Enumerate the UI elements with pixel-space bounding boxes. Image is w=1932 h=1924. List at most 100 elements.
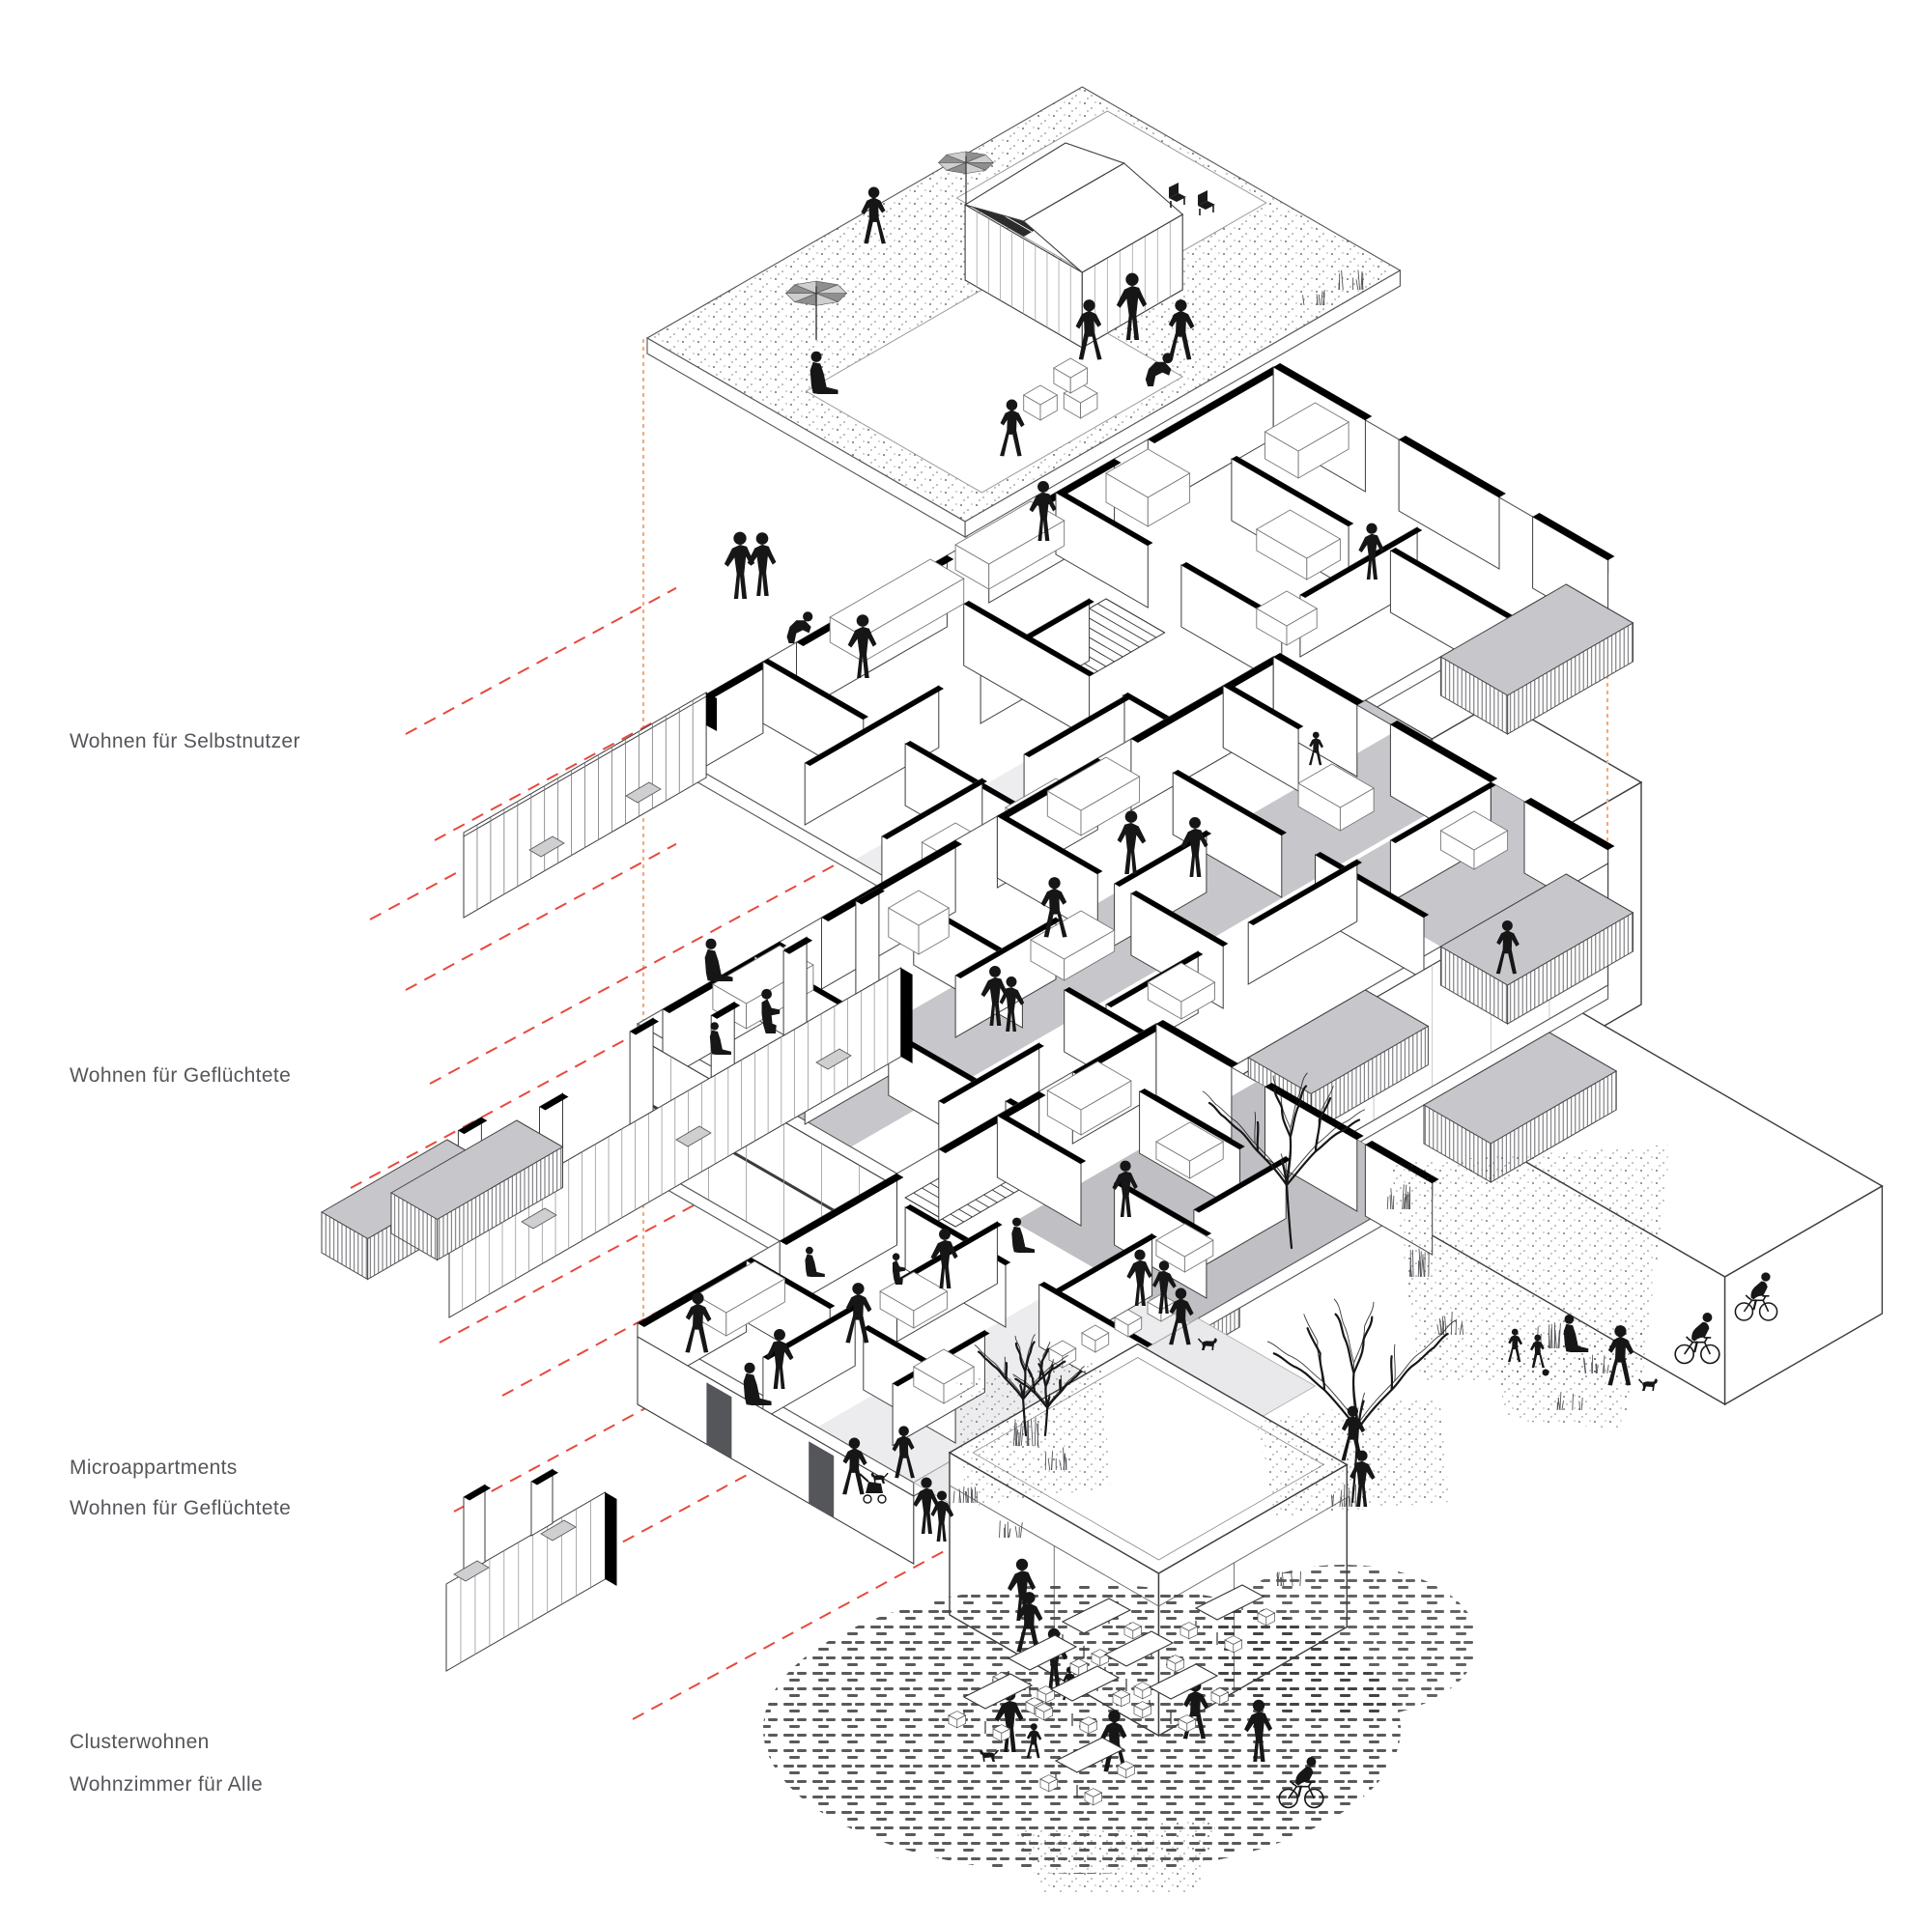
person-head	[848, 1437, 861, 1450]
person-head	[1189, 816, 1201, 829]
wall-cap	[1248, 860, 1362, 925]
label-wohnen-fuer-gefluechtete-low: Wohnen für Geflüchtete	[70, 1497, 292, 1519]
pier-cap	[711, 1002, 741, 1019]
person-head	[939, 1228, 951, 1240]
person-head	[1012, 1217, 1022, 1227]
chair-back	[1169, 183, 1179, 198]
balcony-rail-edge	[1566, 873, 1634, 914]
person-body	[1145, 361, 1172, 386]
stool-cube	[1037, 1685, 1056, 1704]
person-body	[743, 1372, 772, 1405]
person-silhouette	[892, 1253, 906, 1285]
wall-cap	[1390, 721, 1498, 782]
grass-blade	[1402, 1184, 1405, 1210]
person-silhouette	[1011, 1217, 1036, 1253]
grass-blade	[1436, 1324, 1440, 1336]
grass-blade	[1051, 1457, 1053, 1471]
furniture-box	[912, 1348, 975, 1385]
bicycle-frame	[1684, 1336, 1712, 1355]
grass-blade	[962, 1486, 965, 1504]
rider-body	[1750, 1281, 1768, 1300]
tree-2	[1266, 1298, 1456, 1504]
wall-cap	[1024, 696, 1130, 757]
grass-blade	[958, 1488, 962, 1504]
person-silhouette	[747, 532, 777, 596]
window-sill	[625, 781, 662, 804]
dog-silhouette	[1637, 1378, 1658, 1391]
picnic-table	[1133, 1663, 1230, 1733]
stroller-wheel	[863, 1494, 872, 1504]
person-silhouette	[1152, 1260, 1177, 1314]
person-silhouette	[810, 351, 838, 394]
person-head	[1312, 731, 1320, 739]
grass-blade	[1559, 1392, 1562, 1411]
wall-cap	[762, 659, 868, 720]
grass-blade	[999, 1520, 1001, 1539]
chair-back	[1198, 190, 1208, 206]
person-head	[710, 1022, 719, 1031]
stroller-handle	[859, 1473, 869, 1483]
person-body	[761, 999, 781, 1033]
dog-body	[1642, 1378, 1658, 1391]
wall-cap	[1231, 456, 1354, 526]
person-silhouette	[861, 186, 886, 244]
rider-leg	[1297, 1785, 1303, 1797]
person-silhouette	[1116, 272, 1148, 340]
table-top	[1103, 1630, 1175, 1667]
person-silhouette	[892, 1426, 915, 1479]
person-head	[898, 1426, 909, 1436]
person-body	[704, 948, 733, 981]
gravel-patch	[1256, 1396, 1449, 1516]
person-silhouette	[1309, 731, 1323, 766]
grass-blade	[1403, 1197, 1406, 1210]
grass-blade	[1556, 1398, 1560, 1411]
furniture-box	[1439, 810, 1509, 851]
person-head	[852, 1283, 865, 1295]
stool-cube	[1079, 1716, 1098, 1735]
picnic-table	[1035, 1665, 1131, 1735]
person-body	[724, 544, 755, 599]
person-head	[1015, 1558, 1029, 1571]
shape	[1099, 1653, 1109, 1667]
wall-cap	[938, 1091, 1046, 1153]
rider-head	[1761, 1272, 1771, 1282]
grass-blade	[1561, 1400, 1564, 1411]
wall-cap	[1173, 770, 1287, 835]
grass-blade	[1444, 1316, 1447, 1336]
person-head	[1124, 810, 1138, 823]
grass-blade	[1406, 1193, 1407, 1210]
grass-blade	[1422, 1254, 1425, 1278]
dog-tail	[994, 1749, 1000, 1755]
grass-blade	[1047, 1457, 1051, 1471]
shape	[1093, 1792, 1102, 1806]
grass-blade	[1027, 1420, 1030, 1447]
person-body	[709, 1030, 731, 1055]
picnic-table	[1039, 1737, 1136, 1806]
stool-cube	[1123, 1622, 1143, 1640]
wall-cap	[1114, 831, 1212, 887]
wall-cap	[938, 1043, 1044, 1104]
shape	[1142, 1685, 1151, 1700]
person-silhouette	[761, 988, 781, 1033]
parasol-right	[937, 151, 995, 205]
person-head	[1501, 920, 1513, 931]
wall-cap	[1223, 683, 1304, 729]
person-body	[847, 626, 877, 678]
wall-cap	[963, 601, 1094, 676]
person-head	[1162, 353, 1174, 364]
grass-blade	[1390, 1188, 1393, 1210]
person-body	[1029, 492, 1057, 541]
person-silhouette	[709, 1022, 731, 1055]
stair-tread	[1089, 608, 1149, 643]
balcony-rail-edge	[516, 1119, 563, 1147]
dog-silhouette	[870, 1472, 889, 1484]
person-silhouette	[1075, 299, 1102, 360]
person-silhouette	[766, 1328, 794, 1389]
shape	[1001, 1728, 1010, 1742]
grass-blade	[1343, 1484, 1346, 1508]
label-wohnen-fuer-gefluechtete-mid: Wohnen für Geflüchtete	[70, 1064, 292, 1087]
facade-fragment-3	[445, 1468, 617, 1672]
shrub-tree	[1012, 1357, 1085, 1437]
table-top	[962, 1673, 1034, 1710]
bicycle-wheel	[1674, 1344, 1695, 1365]
